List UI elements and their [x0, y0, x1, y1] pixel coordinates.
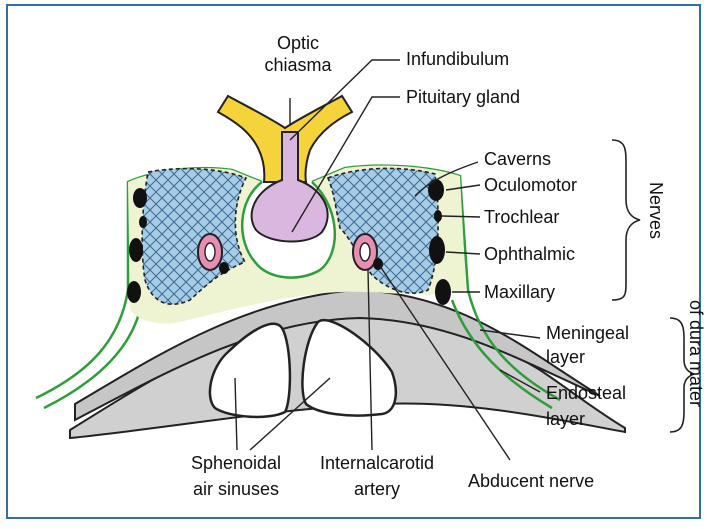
label-nerves: Nerves — [645, 182, 666, 239]
carotid-left-lumen — [205, 243, 215, 261]
label-endosteal-2: layer — [546, 408, 585, 430]
label-of-dura-mater: of dura mater — [685, 300, 706, 407]
nerve-ophthalmic-right — [429, 236, 445, 264]
label-abducent-nerve: Abducent nerve — [468, 470, 594, 492]
label-optic-chiasma-1: Optic — [258, 32, 338, 54]
label-pituitary-gland: Pituitary gland — [406, 86, 520, 108]
nerve-ophthalmic-left — [129, 238, 143, 262]
label-trochlear: Trochlear — [484, 206, 559, 228]
label-oculomotor: Oculomotor — [484, 174, 577, 196]
nerve-oculomotor-right — [428, 179, 444, 201]
label-endosteal-1: Endosteal — [546, 382, 626, 404]
leader-trochlear — [442, 216, 480, 217]
label-infundibulum: Infundibulum — [406, 48, 509, 70]
label-optic-chiasma-2: chiasma — [250, 54, 346, 76]
label-internal-carotid-1: Internalcarotid — [312, 452, 442, 474]
label-sphenoidal-2: air sinuses — [176, 478, 296, 500]
label-internal-carotid-2: artery — [312, 478, 442, 500]
label-meningeal-2: layer — [546, 346, 585, 368]
carotid-right-lumen — [360, 243, 370, 261]
nerve-abducent-left — [219, 262, 229, 274]
label-meningeal-1: Meningeal — [546, 322, 629, 344]
nerve-maxillary-right — [435, 279, 451, 305]
label-caverns: Caverns — [484, 148, 551, 170]
label-maxillary: Maxillary — [484, 281, 555, 303]
nerves-brace — [612, 140, 640, 300]
nerve-oculomotor-left — [133, 188, 147, 208]
label-ophthalmic: Ophthalmic — [484, 243, 575, 265]
nerve-trochlear-right — [434, 210, 442, 222]
nerve-trochlear-left — [139, 216, 147, 228]
label-sphenoidal-1: Sphenoidal — [176, 452, 296, 474]
nerve-maxillary-left — [127, 281, 141, 303]
